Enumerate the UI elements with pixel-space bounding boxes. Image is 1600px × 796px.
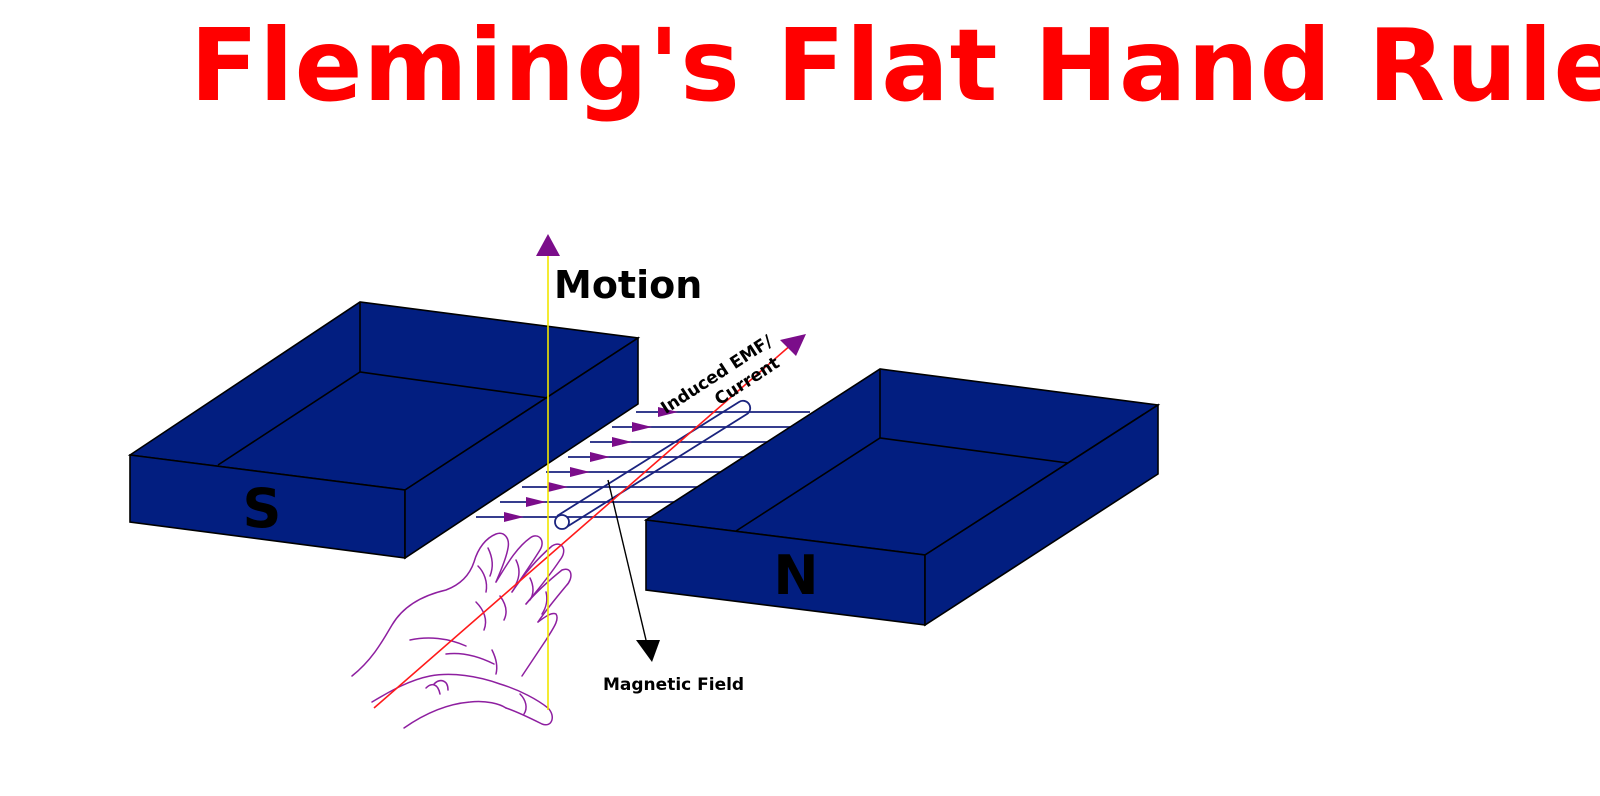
south-pole-label: S bbox=[243, 477, 282, 540]
hand-outline bbox=[351, 532, 572, 729]
field-arrow bbox=[570, 467, 590, 477]
hand-stroke bbox=[541, 591, 548, 615]
hand-stroke bbox=[475, 601, 487, 631]
hand-stroke bbox=[487, 547, 493, 577]
north-pole-label: N bbox=[773, 544, 818, 607]
hand-stroke bbox=[499, 595, 507, 621]
page-title: Fleming's Flat Hand Rule bbox=[190, 7, 1600, 124]
motion-direction-arrow: Motion bbox=[536, 234, 702, 710]
south-magnet-side bbox=[404, 336, 639, 560]
hand-stroke bbox=[525, 568, 572, 623]
north-magnet: N bbox=[643, 368, 1161, 627]
magnetic-field-label: Magnetic Field bbox=[603, 675, 744, 695]
hand-stroke bbox=[403, 700, 507, 729]
hand-stroke bbox=[495, 535, 543, 593]
field-arrow bbox=[548, 482, 568, 492]
hand-stroke bbox=[425, 683, 441, 695]
hand-stroke bbox=[445, 652, 495, 665]
hand-stroke bbox=[433, 679, 449, 691]
hand-stroke bbox=[409, 637, 467, 647]
field-arrow bbox=[590, 452, 610, 462]
magnetic-field-arrowhead bbox=[636, 640, 660, 662]
field-arrow bbox=[632, 422, 652, 432]
magnetic-field-pointer: Magnetic Field bbox=[603, 479, 744, 695]
field-arrow bbox=[526, 497, 546, 507]
motion-arrowhead bbox=[536, 234, 560, 256]
current-arrowhead bbox=[780, 334, 806, 356]
hand-stroke bbox=[521, 612, 558, 677]
south-magnet: S bbox=[127, 301, 641, 560]
hand-stroke bbox=[491, 649, 498, 675]
hand-stroke bbox=[515, 559, 520, 585]
hand-stroke bbox=[351, 532, 510, 677]
hand-stroke bbox=[511, 543, 565, 605]
north-magnet-side bbox=[924, 403, 1159, 627]
conductor-rod bbox=[554, 399, 752, 530]
field-direction-arrows bbox=[504, 407, 678, 522]
hand-stroke bbox=[519, 693, 527, 715]
field-arrow bbox=[504, 512, 524, 522]
motion-label: Motion bbox=[554, 263, 702, 307]
hand-stroke bbox=[529, 577, 534, 601]
field-arrow bbox=[658, 407, 678, 417]
hand-stroke bbox=[477, 565, 488, 593]
hand-stroke bbox=[371, 673, 553, 726]
field-arrow bbox=[612, 437, 632, 447]
